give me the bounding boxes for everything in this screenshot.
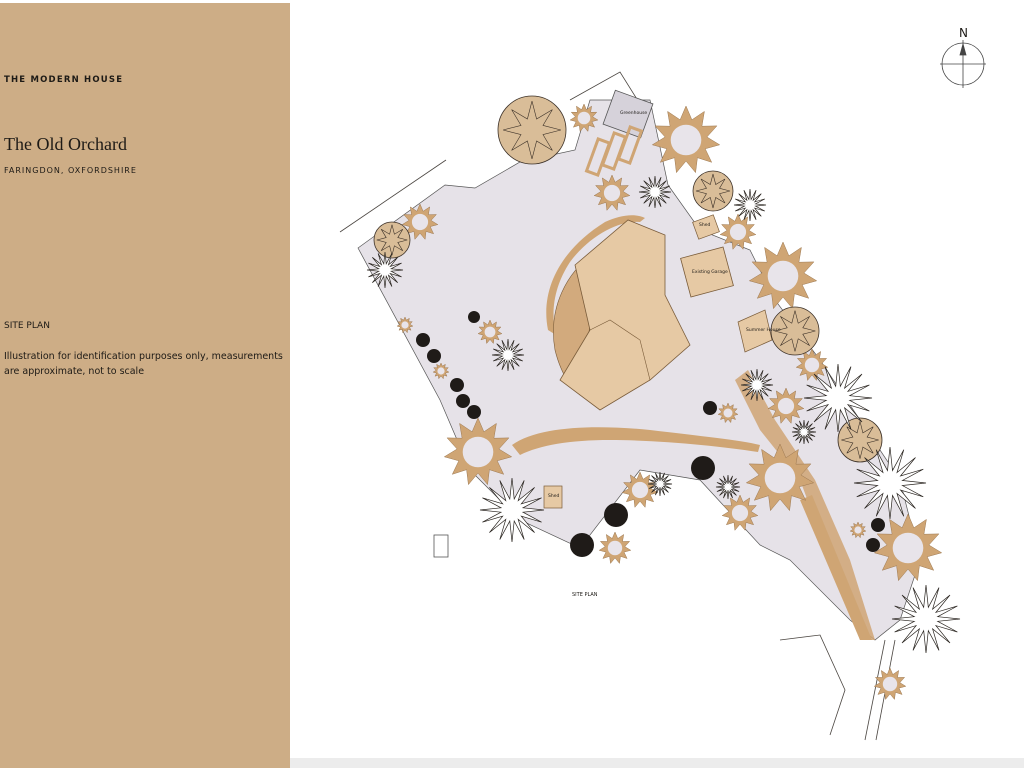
tree-dark-icon bbox=[467, 405, 481, 419]
tree-blossom-center bbox=[764, 462, 796, 494]
tree-dark-icon bbox=[427, 349, 441, 363]
compass-icon bbox=[940, 40, 986, 88]
tree-dark-icon bbox=[866, 538, 880, 552]
tree-blossom-center bbox=[411, 213, 429, 231]
tree-blossom-center bbox=[882, 676, 898, 692]
sidebar-panel: THE MODERN HOUSE The Old Orchard FARINGD… bbox=[0, 3, 290, 768]
tree-conifer-icon bbox=[647, 471, 673, 497]
tree-conifer-icon bbox=[853, 446, 927, 520]
section-label: SITE PLAN bbox=[4, 321, 50, 331]
tree-blossom-center bbox=[401, 321, 409, 329]
trees bbox=[366, 95, 961, 701]
tree-dark-icon bbox=[468, 311, 480, 323]
tree-dark-icon bbox=[456, 394, 470, 408]
tree-canopy-detail bbox=[841, 421, 879, 459]
tree-canopy-detail bbox=[774, 310, 816, 352]
tree-conifer-icon bbox=[891, 584, 961, 654]
tree-blossom-center bbox=[437, 367, 445, 375]
label-summer-house: Summer House bbox=[746, 328, 781, 333]
tree-blossom-center bbox=[631, 481, 649, 499]
tree-dark-icon bbox=[703, 401, 717, 415]
tree-canopy-detail bbox=[695, 173, 731, 209]
tree-blossom-center bbox=[577, 111, 591, 125]
tree-dark-icon bbox=[570, 533, 594, 557]
tree-blossom-center bbox=[607, 540, 623, 556]
tree-conifer-icon bbox=[479, 477, 545, 543]
disclaimer-text: Illustration for identification purposes… bbox=[4, 351, 283, 377]
bin-store bbox=[433, 534, 449, 558]
label-greenhouse: Greenhouse bbox=[620, 111, 648, 116]
tree-blossom-center bbox=[767, 260, 799, 292]
greenhouse-block bbox=[602, 89, 654, 139]
tree-dark-icon bbox=[450, 378, 464, 392]
tree-dark-icon bbox=[416, 333, 430, 347]
tree-canopy-icon bbox=[692, 170, 734, 212]
tree-conifer-icon bbox=[638, 175, 672, 209]
tree-blossom-center bbox=[603, 184, 621, 202]
house bbox=[553, 219, 691, 411]
bottom-strip bbox=[290, 758, 1024, 768]
tree-conifer-icon bbox=[740, 368, 774, 402]
compass-north-label: N bbox=[959, 26, 968, 40]
tree-canopy-icon bbox=[770, 306, 820, 356]
property-title: The Old Orchard bbox=[4, 134, 127, 154]
path-south-strip bbox=[800, 495, 872, 640]
tree-conifer-icon bbox=[803, 363, 873, 433]
tree-canopy-icon bbox=[497, 95, 567, 165]
site-plan-caption: SITE PLAN bbox=[572, 592, 598, 598]
tree-blossom-center bbox=[804, 357, 820, 373]
tree-dark-icon bbox=[691, 456, 715, 480]
tree-conifer-icon bbox=[715, 474, 741, 500]
tree-blossom-center bbox=[462, 436, 494, 468]
tree-blossom-center bbox=[731, 504, 749, 522]
tree-conifer-icon bbox=[491, 338, 525, 372]
tree-conifer-icon bbox=[791, 419, 817, 445]
brand-name[interactable]: THE MODERN HOUSE bbox=[4, 75, 124, 85]
tree-canopy-icon bbox=[373, 221, 411, 259]
tree-blossom-center bbox=[723, 408, 733, 418]
path-garden-curve bbox=[512, 427, 760, 455]
label-shed-2: Shed bbox=[548, 494, 560, 499]
tree-dark-icon bbox=[604, 503, 628, 527]
site-plan-drawing bbox=[339, 40, 986, 741]
site-plan: N Greenhouse Shed Existing Garage Summer… bbox=[290, 0, 1024, 758]
tree-blossom-center bbox=[729, 223, 747, 241]
tree-blossom-center bbox=[777, 397, 795, 415]
tree-blossom-center bbox=[670, 124, 702, 156]
existing-garage bbox=[680, 246, 734, 298]
tree-conifer-icon bbox=[366, 251, 404, 289]
tree-blossom-center bbox=[484, 326, 496, 338]
tree-conifer-icon bbox=[733, 188, 767, 222]
tree-dark-icon bbox=[871, 518, 885, 532]
shed-south bbox=[543, 485, 563, 509]
shed-north bbox=[692, 214, 720, 240]
summer-house bbox=[737, 309, 773, 353]
tree-blossom-center bbox=[854, 526, 862, 534]
tree-blossom-center bbox=[892, 532, 924, 564]
tree-canopy-detail bbox=[376, 224, 408, 256]
property-location: FARINGDON, OXFORDSHIRE bbox=[4, 166, 137, 175]
tree-canopy-icon bbox=[837, 417, 883, 463]
tree-canopy-detail bbox=[503, 101, 561, 159]
label-shed: Shed bbox=[699, 223, 711, 228]
raised-beds bbox=[584, 125, 644, 177]
label-existing-garage: Existing Garage bbox=[692, 270, 728, 275]
